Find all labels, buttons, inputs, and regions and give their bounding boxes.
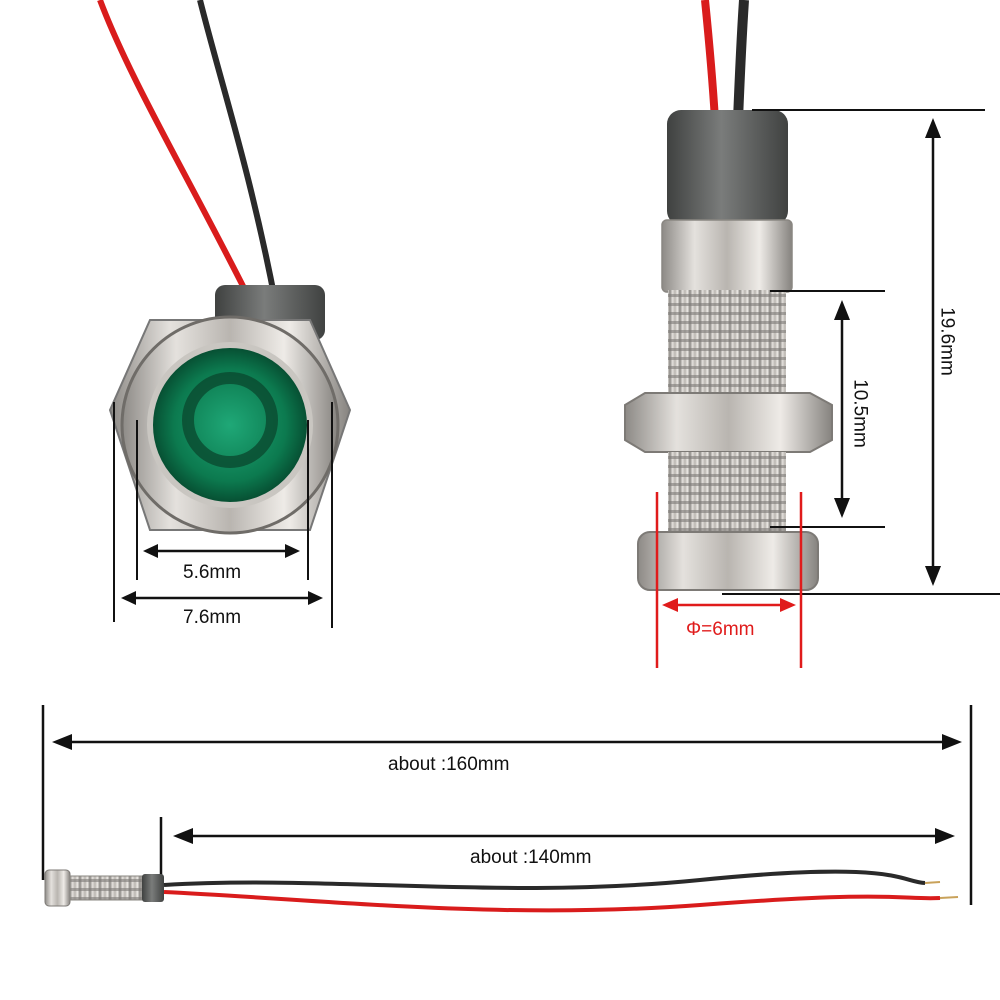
black-wire [733, 0, 749, 121]
thread-length-label: 10.5mm [849, 379, 871, 448]
mini-black-wire [163, 869, 926, 891]
arrow-head [925, 566, 941, 586]
arrow-head [285, 544, 300, 558]
red-wire [97, 0, 253, 302]
wire-tip [939, 896, 959, 899]
arrow-head [662, 598, 678, 612]
lower-thread [668, 452, 786, 532]
arrow-head [834, 498, 850, 518]
arrow-head [834, 300, 850, 320]
arrow-head [173, 828, 193, 844]
top-collar [661, 219, 793, 293]
left-dimension-lines [113, 402, 333, 628]
arrow-head [780, 598, 796, 612]
length-dimension-lines [41, 705, 973, 905]
mini-sleeve [142, 874, 164, 902]
front-bezel [637, 531, 819, 591]
green-lens [147, 342, 313, 508]
arrow-head [308, 591, 323, 605]
mini-thread [69, 875, 143, 901]
mini-red-wire [163, 890, 941, 913]
led-full-length-view [44, 869, 959, 913]
lens-diameter-label: 5.6mm [183, 562, 242, 583]
heat-shrink-sleeve [667, 110, 788, 225]
arrow-head [935, 828, 955, 844]
lens-ring [182, 372, 278, 468]
arrow-head [942, 734, 962, 750]
total-length-label: about :160mm [388, 754, 510, 775]
arrow-head [121, 591, 136, 605]
arrow-head [52, 734, 72, 750]
red-wire [701, 0, 719, 121]
body-length-label: 19.6mm [936, 307, 958, 376]
black-wire [197, 0, 278, 301]
arrow-head [143, 544, 158, 558]
mini-bezel [44, 869, 71, 907]
right-dimension-lines [655, 109, 1000, 668]
head-diameter-label: 7.6mm [183, 607, 242, 628]
arrow-head [925, 118, 941, 138]
mounting-nut [624, 392, 833, 453]
led-side-view [624, 0, 833, 591]
thread-diameter-label: Φ=6mm [686, 619, 755, 640]
upper-thread [668, 290, 786, 395]
led-front-view [97, 0, 352, 535]
wire-tip [924, 881, 941, 884]
wire-length-label: about :140mm [470, 847, 592, 868]
